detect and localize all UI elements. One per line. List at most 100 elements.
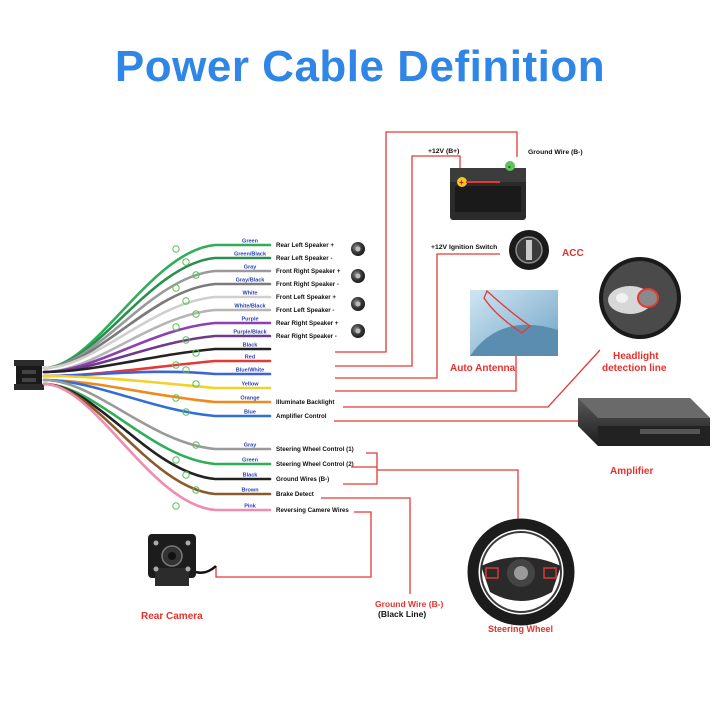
- wire-connector-ring: [182, 408, 190, 416]
- speaker-icon: [351, 297, 365, 311]
- speaker-icon: [351, 324, 365, 338]
- wire-function-label: Steering Wheel Control (2): [276, 461, 354, 468]
- wire-function-label: Ground Wires (B-): [276, 476, 329, 483]
- amplifier-label: Amplifier: [610, 466, 653, 477]
- auto-antenna-label: Auto Antenna: [450, 363, 516, 374]
- wire-connector-ring: [172, 456, 180, 464]
- wire-function-label: Brake Detect: [276, 491, 314, 498]
- wire-color-label: White/Black: [234, 304, 266, 310]
- speaker-icon: [351, 269, 365, 283]
- wire-color-label: Gray: [244, 443, 257, 449]
- wire-connector-ring: [192, 349, 200, 357]
- svg-text:+: +: [459, 178, 464, 187]
- acc-label: ACC: [562, 248, 584, 259]
- wire-connector-ring: [172, 245, 180, 253]
- wire-connector-ring: [192, 486, 200, 494]
- wire-color-label: Green/Black: [234, 252, 267, 258]
- amplifier-icon: [578, 398, 710, 446]
- wire-color-label: Green: [242, 458, 259, 464]
- rear-camera-label: Rear Camera: [141, 611, 203, 622]
- wire-function-label: Amplifier Control: [276, 413, 327, 420]
- wire-function-label: Front Right Speaker -: [276, 281, 339, 288]
- wire: [42, 378, 272, 418]
- wire-color-label: Gray/Black: [236, 278, 266, 284]
- wire-function-label: Front Left Speaker -: [276, 307, 334, 314]
- acc-line: [335, 253, 500, 379]
- wire-function-label: Illuminate Backlight: [276, 399, 334, 406]
- page-title: Power Cable Definition: [114, 42, 606, 91]
- wire: [42, 378, 272, 451]
- black-line-label: (Black Line): [378, 609, 426, 619]
- wire-function-label: Front Left Speaker +: [276, 294, 336, 301]
- b-plus-line: [335, 155, 461, 367]
- speaker-icons: [351, 242, 365, 338]
- wire-connector-ring: [182, 336, 190, 344]
- wire-connector-ring: [172, 361, 180, 369]
- battery-positive-label: +12V (B+): [428, 148, 459, 155]
- battery-icon: + -: [450, 161, 526, 220]
- wire: [42, 374, 272, 390]
- wire-function-label: Rear Right Speaker +: [276, 320, 339, 327]
- wire-connector-ring: [192, 441, 200, 449]
- wire-color-label: Purple/Black: [233, 330, 267, 336]
- wire: [42, 295, 272, 370]
- wire-connector-ring: [182, 297, 190, 305]
- rear-camera-icon: [148, 534, 217, 586]
- steering-wheel-icon: [467, 518, 575, 626]
- wire-function-label: Rear Right Speaker -: [276, 333, 337, 340]
- camera-line: [215, 511, 372, 578]
- headlight-label: Headlight: [613, 351, 659, 362]
- wire-connector-ring: [172, 323, 180, 331]
- wires-group: [42, 243, 272, 512]
- wire-color-label: Red: [245, 355, 255, 361]
- wire-function-label: Rear Left Speaker +: [276, 242, 334, 249]
- ignition-switch-icon: [509, 230, 549, 270]
- wire-connector-ring: [192, 271, 200, 279]
- wire: [42, 382, 272, 512]
- ignition-switch-label: +12V Ignition Switch: [431, 244, 497, 251]
- headlight-icon: [599, 257, 681, 339]
- wire-color-label: Blue: [244, 410, 256, 416]
- wire-color-label: Purple: [241, 317, 258, 323]
- wire-connector-ring: [182, 471, 190, 479]
- antenna-window-icon: [470, 289, 558, 356]
- wire-connector-ring: [192, 310, 200, 318]
- wire-function-label: Reversing Camere Wires: [276, 507, 349, 514]
- wire-color-label: Gray: [244, 265, 257, 271]
- wire-function-label: Rear Left Speaker -: [276, 255, 332, 262]
- brake-line: [321, 497, 411, 594]
- wire-function-label: Front Right Speaker +: [276, 268, 341, 275]
- wire-color-label: Green: [242, 239, 259, 245]
- wire-function-label: Steering Wheel Control (1): [276, 446, 354, 453]
- wire-connector-ring: [172, 394, 180, 402]
- harness-connector: [14, 360, 44, 390]
- headlight-detection-label: detection line: [602, 363, 667, 374]
- ground-line: [335, 131, 518, 353]
- wire-color-label: Blue/White: [236, 368, 264, 374]
- wire-color-label: Pink: [244, 504, 257, 510]
- wire-connector-ring: [192, 380, 200, 388]
- wire-color-label: Black: [243, 473, 259, 479]
- battery-ground-label: Ground Wire (B-): [528, 149, 583, 156]
- steering-bracket: [343, 452, 378, 485]
- steering-line: [377, 469, 519, 525]
- ground-wire-label: Ground Wire (B-): [375, 599, 444, 609]
- steering-wheel-label: Steering Wheel: [488, 624, 553, 634]
- svg-text:-: -: [508, 162, 511, 171]
- wire-color-label: Black: [243, 343, 259, 349]
- wire-color-label: Yellow: [241, 382, 259, 388]
- headlight-line: [343, 349, 601, 408]
- wire-connector-ring: [182, 366, 190, 374]
- wire-color-label: Brown: [241, 488, 259, 494]
- speaker-icon: [351, 242, 365, 256]
- wire-connector-ring: [182, 258, 190, 266]
- wire-color-label: Orange: [240, 396, 259, 402]
- wire: [42, 347, 272, 374]
- wire-connector-ring: [172, 502, 180, 510]
- wire-connector-ring: [172, 284, 180, 292]
- wire: [42, 308, 272, 374]
- wire-color-label: White: [243, 291, 258, 297]
